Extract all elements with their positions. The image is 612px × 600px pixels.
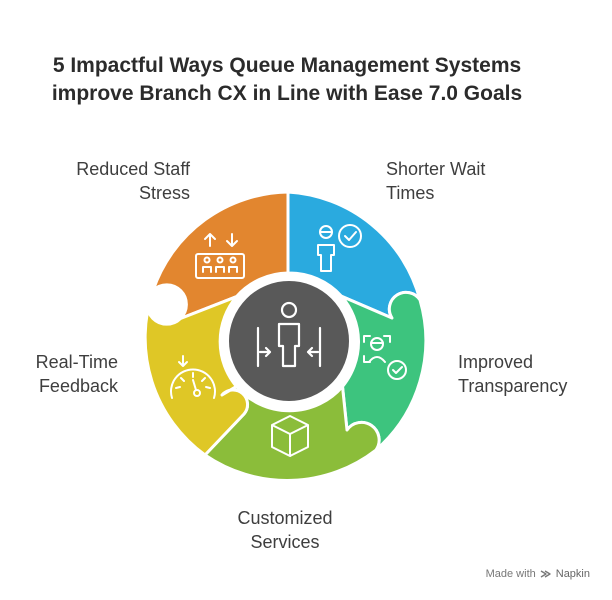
person-check-icon: [317, 224, 362, 272]
label-improved-transparency: Improved Transparency: [458, 350, 608, 398]
label-shorter-wait-times: Shorter Wait Times: [386, 157, 546, 205]
label-line: Transparency: [458, 376, 568, 396]
label-line: Services: [250, 532, 320, 552]
label-line: Customized: [237, 508, 333, 528]
label-real-time-feedback: Real-Time Feedback: [10, 350, 118, 398]
label-line: Stress: [138, 183, 190, 203]
gauge-icon: [170, 355, 216, 399]
page-title: 5 Impactful Ways Queue Management System…: [0, 52, 574, 108]
segment-real-time-feedback: [143, 289, 249, 457]
label-line: Times: [386, 183, 435, 203]
label-reduced-staff-stress: Reduced Staff Stress: [40, 157, 190, 205]
label-line: Improved: [458, 352, 534, 372]
napkin-brand-text: Napkin: [555, 568, 590, 580]
box-icon: [271, 415, 309, 457]
made-with-text: Made with: [485, 568, 536, 580]
person-queue-arrows-icon: [256, 301, 322, 368]
napkin-logo-icon: [540, 570, 551, 578]
made-with-napkin-badge[interactable]: Made with Napkin: [486, 568, 590, 580]
center-circle: [225, 277, 353, 405]
staff-escalator-icon: [195, 233, 245, 279]
label-line: Feedback: [38, 376, 118, 396]
face-scan-check-icon: [363, 335, 407, 380]
title-line-1: 5 Impactful Ways Queue Management System…: [52, 54, 522, 77]
label-customized-services: Customized Services: [205, 506, 365, 554]
label-line: Real-Time: [35, 352, 118, 372]
segment-reduced-staff-stress: [151, 190, 290, 320]
label-line: Reduced Staff: [76, 159, 190, 179]
label-line: Shorter Wait: [386, 159, 486, 179]
title-line-2: improve Branch CX in Line with Ease 7.0 …: [51, 82, 523, 105]
